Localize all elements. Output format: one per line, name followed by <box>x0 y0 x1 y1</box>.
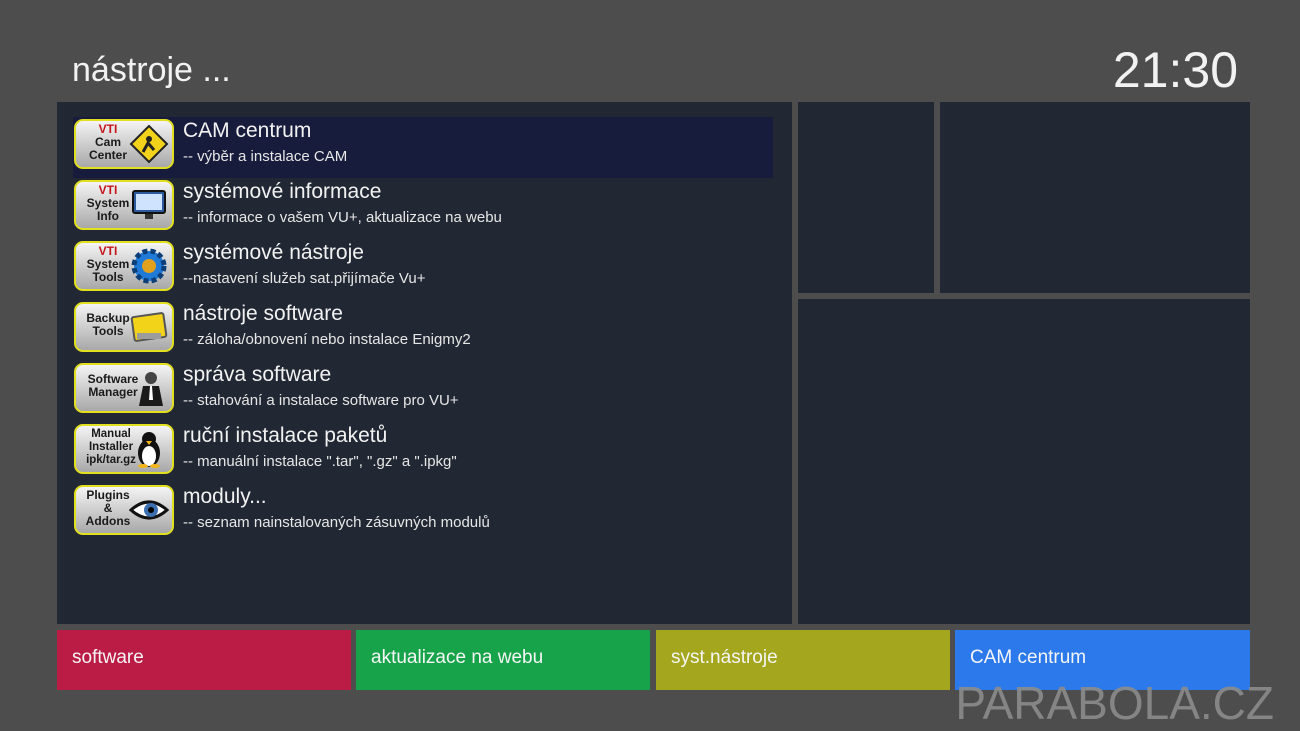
icon-label-line: System <box>86 196 130 210</box>
backup-drive-glyph <box>128 306 170 348</box>
monitor-glyph <box>128 184 170 226</box>
cam-center-icon: VTI Cam Center <box>74 119 174 169</box>
selection-highlight <box>73 117 773 178</box>
icon-label-line: System <box>86 257 130 271</box>
menu-item-desc: -- manuální instalace ".tar", ".gz" a ".… <box>183 453 457 470</box>
icon-label-line: Manager <box>88 385 138 399</box>
menu-item-desc: --nastavení služeb sat.přijímače Vu+ <box>183 270 426 287</box>
icon-label-line: Addons <box>85 514 131 528</box>
manual-installer-icon: Manual Installer ipk/tar.gz <box>74 424 174 474</box>
plugins-addons-icon: Plugins & Addons <box>74 485 174 535</box>
icon-label-line: Cam <box>94 135 121 149</box>
menu-item-manual-installer[interactable]: Manual Installer ipk/tar.gz ruční instal… <box>73 421 773 482</box>
preview-panel-small <box>798 102 934 293</box>
menu-item-plugins[interactable]: Plugins & Addons moduly... -- seznam nai… <box>73 482 773 543</box>
backup-tools-icon: Backup Tools <box>74 302 174 352</box>
blue-button-cam-centrum[interactable]: CAM centrum <box>955 630 1250 690</box>
manager-person-glyph <box>128 367 170 409</box>
menu-item-title: moduly... <box>183 485 267 508</box>
green-button-web-update[interactable]: aktualizace na webu <box>356 630 650 690</box>
icon-label-line: Installer <box>88 441 134 453</box>
menu-item-system-info[interactable]: VTI System Info systémové informace -- i… <box>73 177 773 238</box>
icon-label-line: Tools <box>92 270 124 284</box>
red-button-software[interactable]: software <box>57 630 351 690</box>
menu-item-desc: -- seznam nainstalovaných zásuvných modu… <box>183 514 490 531</box>
icon-label-line: VTI <box>98 122 118 136</box>
menu-item-title: správa software <box>183 363 332 386</box>
menu-list: VTI Cam Center CAM centrum -- výběr a in… <box>73 116 773 543</box>
icon-label-line: Info <box>97 209 119 223</box>
menu-item-system-tools[interactable]: VTI System Tools systémové nástroje --na… <box>73 238 773 299</box>
preview-panel-top <box>940 102 1250 293</box>
info-panel <box>798 299 1250 624</box>
header-title: nástroje ... <box>72 51 231 89</box>
menu-item-desc: -- informace o vašem VU+, aktualizace na… <box>183 209 502 226</box>
icon-label-line: VTI <box>98 244 118 258</box>
menu-item-software-tools[interactable]: Backup Tools nástroje software -- záloha… <box>73 299 773 360</box>
yellow-button-system-tools[interactable]: syst.nástroje <box>656 630 950 690</box>
menu-item-title: systémové informace <box>183 180 382 203</box>
menu-item-title: ruční instalace paketů <box>183 424 388 447</box>
menu-item-title: nástroje software <box>183 302 343 325</box>
icon-label-line: Tools <box>92 324 124 338</box>
menu-item-title: CAM centrum <box>183 119 312 142</box>
menu-item-desc: -- stahování a instalace software pro VU… <box>183 392 459 409</box>
menu-item-desc: -- výběr a instalace CAM <box>183 148 348 165</box>
icon-label-line: Backup <box>86 311 130 325</box>
system-info-icon: VTI System Info <box>74 180 174 230</box>
penguin-glyph <box>128 428 170 470</box>
eye-glyph <box>128 489 170 531</box>
software-manager-icon: Software Manager <box>74 363 174 413</box>
icon-label-line: Software <box>87 372 139 386</box>
menu-item-cam-centrum[interactable]: VTI Cam Center CAM centrum -- výběr a in… <box>73 116 773 178</box>
menu-item-desc: -- záloha/obnovení nebo instalace Enigmy… <box>183 331 471 348</box>
menu-item-software-manager[interactable]: Software Manager správa software -- stah… <box>73 360 773 421</box>
system-tools-icon: VTI System Tools <box>74 241 174 291</box>
icon-label-line: Center <box>88 148 127 162</box>
icon-label-line: ipk/tar.gz <box>86 454 136 466</box>
clock: 21:30 <box>1112 42 1238 98</box>
warning-sign-glyph <box>128 123 170 165</box>
watermark: PARABOLA.CZ <box>955 677 1274 729</box>
icon-label-line: Plugins <box>86 488 130 502</box>
icon-label-line: VTI <box>98 183 118 197</box>
icon-label-line: & <box>103 501 113 515</box>
menu-item-title: systémové nástroje <box>183 241 364 264</box>
gear-glyph <box>128 245 170 287</box>
menu-panel: VTI Cam Center CAM centrum -- výběr a in… <box>57 102 792 624</box>
icon-label-line: Manual <box>91 428 131 440</box>
